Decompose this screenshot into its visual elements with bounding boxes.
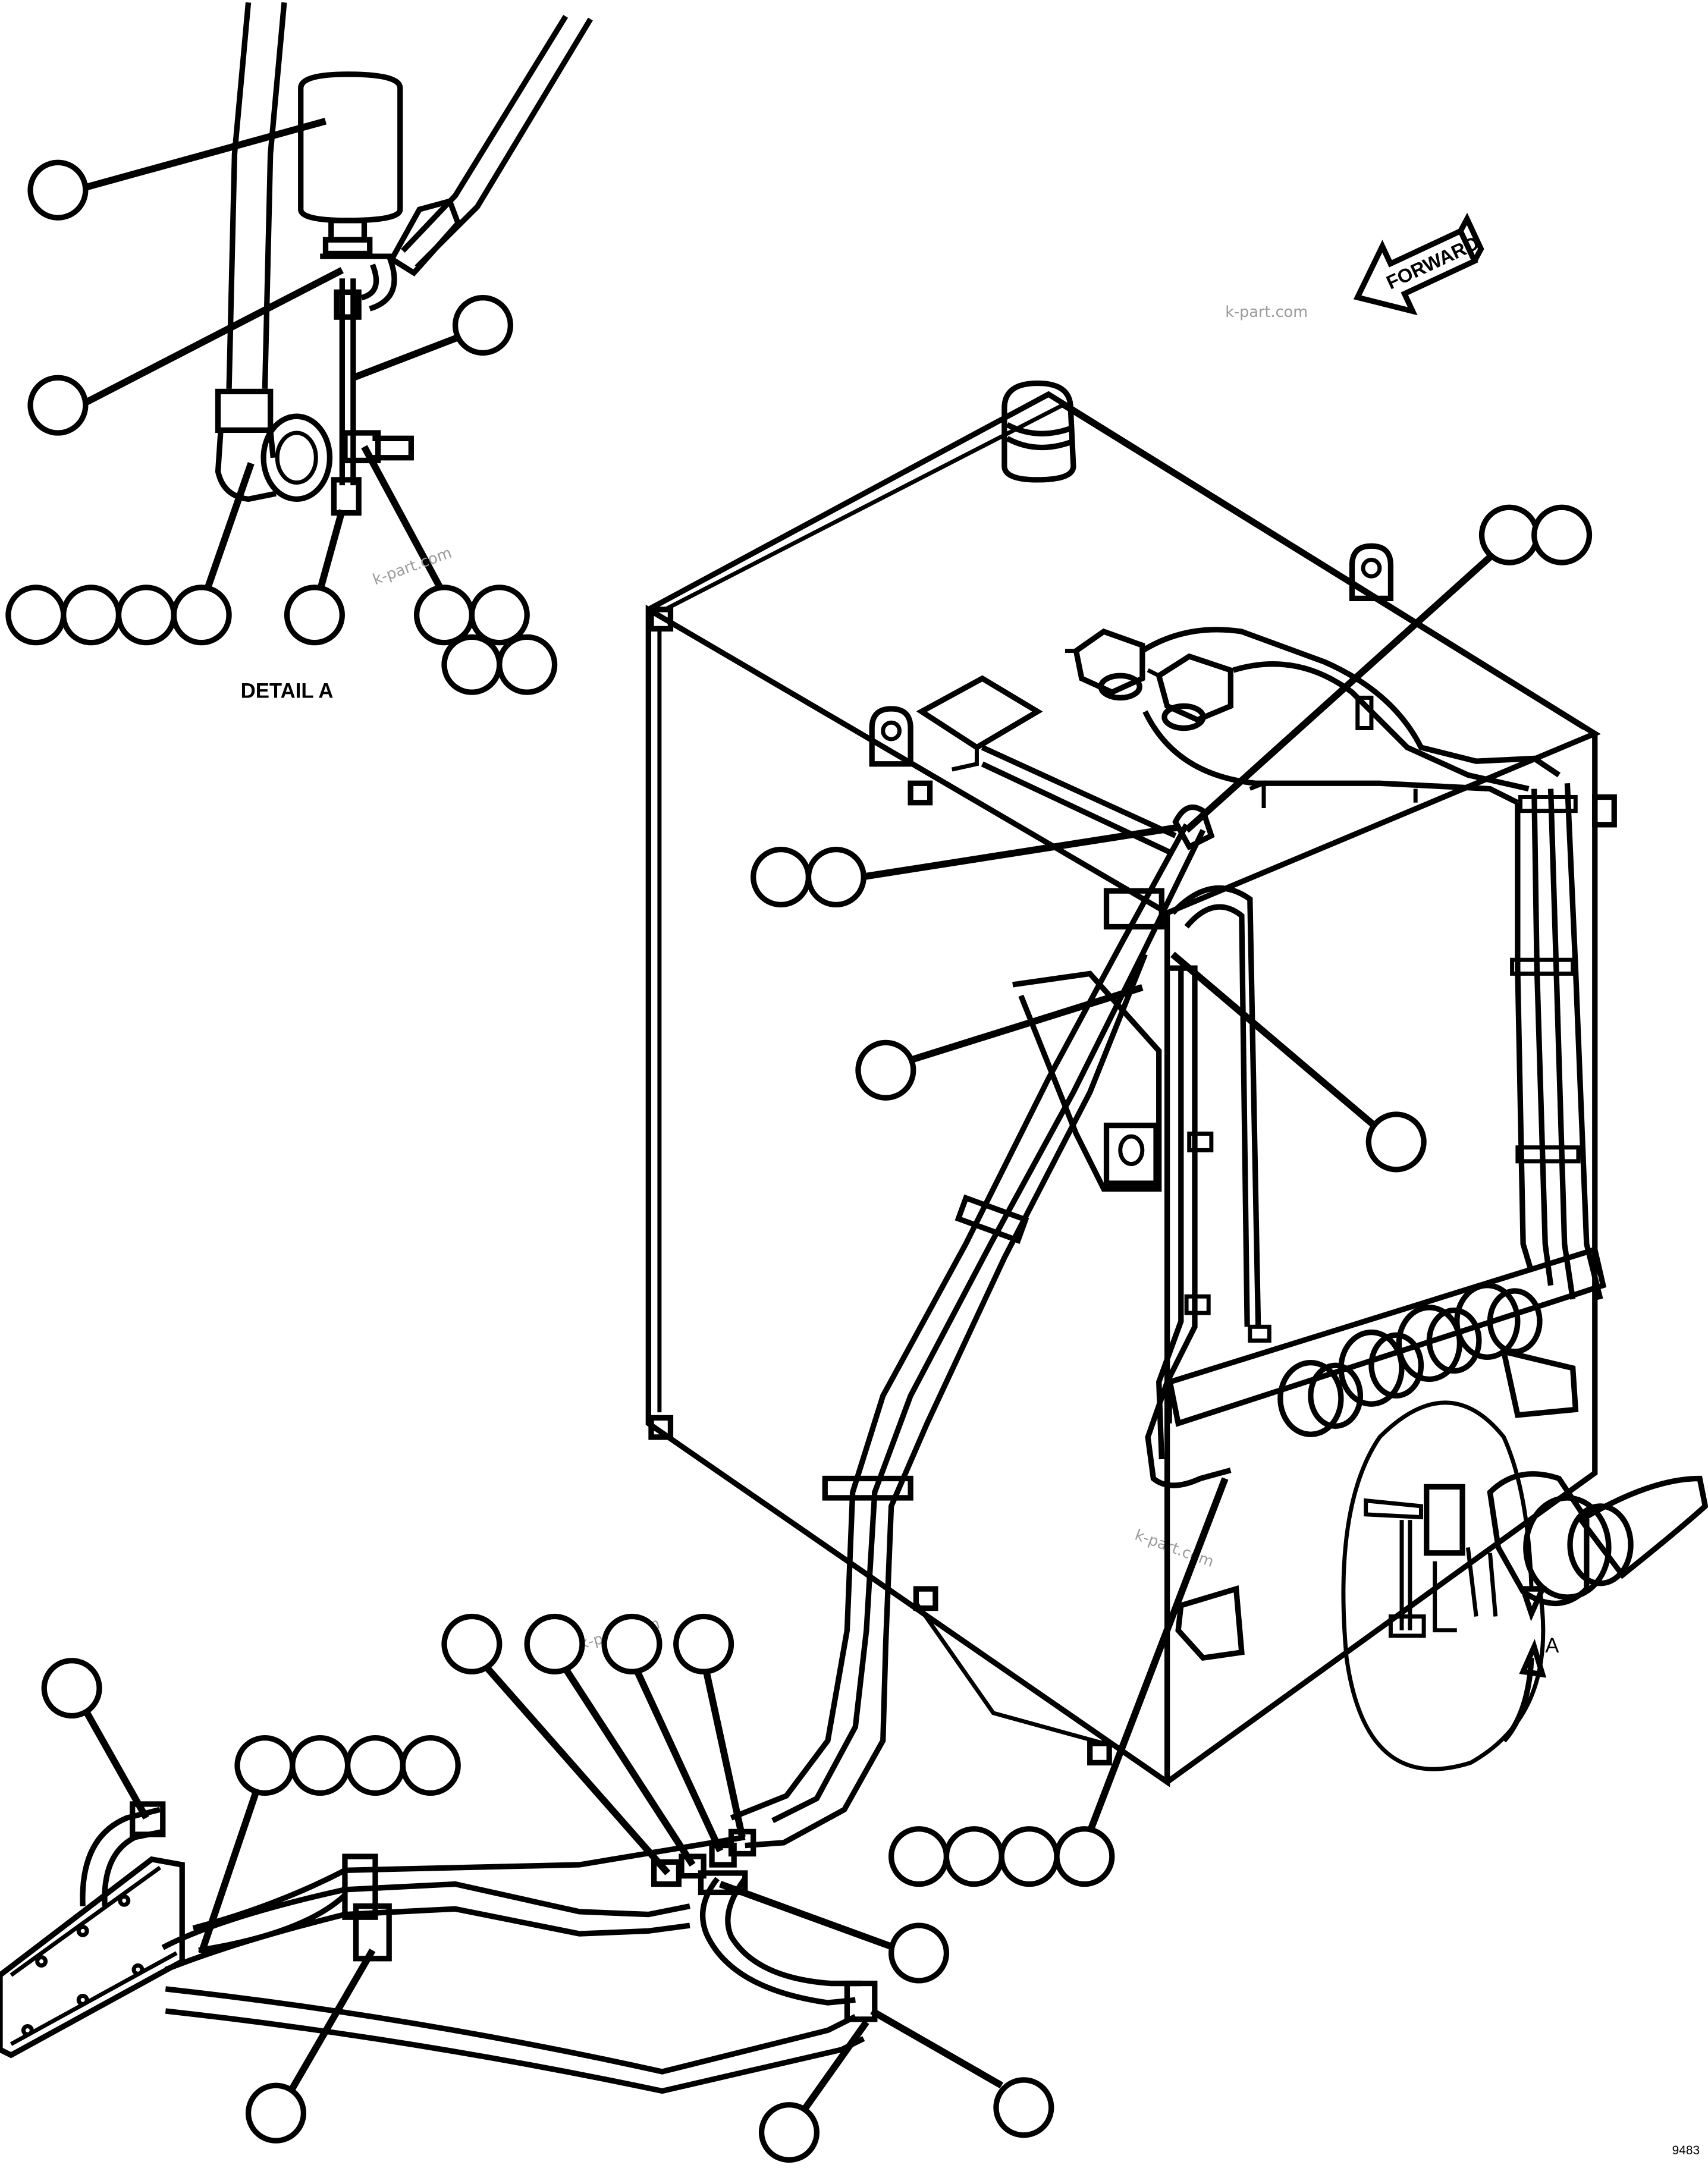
hose-clamp xyxy=(353,1903,392,1962)
callout-circle xyxy=(805,846,866,908)
callout-circle xyxy=(1531,504,1593,565)
callout-circle xyxy=(601,1613,663,1674)
callout-circle xyxy=(1054,1826,1115,1887)
hydraulic-tank xyxy=(645,380,1617,1787)
callout-circle xyxy=(1478,504,1540,565)
callout-circle xyxy=(344,1735,406,1796)
callout-circle xyxy=(290,1735,351,1796)
filter-canister xyxy=(298,71,403,224)
inspection-cover xyxy=(916,675,1043,751)
detail-a-view xyxy=(215,2,593,516)
callout-circle xyxy=(171,585,232,646)
callout-circle xyxy=(888,1922,950,1984)
callout-circle xyxy=(758,2102,820,2163)
callout-circle xyxy=(234,1735,296,1796)
filler-cap xyxy=(1001,380,1076,483)
callout-circle xyxy=(27,375,89,436)
mounting-bracket xyxy=(1012,970,1162,1192)
drawing-code: 9483 xyxy=(1672,2144,1700,2157)
callout-circle xyxy=(61,585,122,646)
hose-fitting xyxy=(679,1853,707,1879)
hose-bundle-front xyxy=(730,804,1215,1849)
callout-circle xyxy=(673,1613,734,1674)
breather-valve xyxy=(1073,628,1145,696)
callout-circle xyxy=(888,1826,950,1887)
callout-circle xyxy=(524,1613,585,1674)
section-marker: A xyxy=(1545,1635,1559,1657)
callout-circle xyxy=(441,634,503,695)
callout-circle xyxy=(1365,1111,1427,1173)
callout-circle xyxy=(943,1826,1004,1887)
callout-circle xyxy=(993,2077,1054,2138)
valve-manifold-rail xyxy=(1166,1246,1607,1427)
callout-circle xyxy=(441,1613,503,1674)
pipe-fitting-nut xyxy=(215,388,274,433)
callout-circle xyxy=(413,585,475,646)
callout-circle xyxy=(115,585,177,646)
detail-a-callouts: DETAIL A xyxy=(5,118,558,702)
suction-pipe xyxy=(1577,1475,1708,1579)
breather-valve xyxy=(1156,653,1233,723)
callout-circle xyxy=(452,295,513,356)
hose-clamp xyxy=(1103,888,1164,930)
port-flange xyxy=(260,413,333,502)
callout-circle xyxy=(855,1039,916,1101)
lifting-eye xyxy=(869,706,913,767)
detail-a-reference: A xyxy=(1341,1400,1559,1771)
main-callouts xyxy=(41,504,1593,2163)
callout-circle xyxy=(469,585,530,646)
hose-end-fitting xyxy=(388,197,461,277)
hose-fitting xyxy=(844,1980,878,2022)
hose-clamp xyxy=(342,1853,378,1920)
callout-circle xyxy=(999,1826,1060,1887)
watermark: k-part.com xyxy=(1225,303,1308,321)
oil-cooler-assembly xyxy=(0,1801,878,2094)
callout-circle xyxy=(245,2082,307,2144)
callout-circle xyxy=(284,585,345,646)
hose-clamp xyxy=(822,1475,913,1501)
watermark: k-part.com xyxy=(371,544,454,589)
callout-circle xyxy=(400,1735,461,1796)
callout-circle xyxy=(41,1658,102,1719)
callout-circle xyxy=(751,846,812,908)
callout-circle xyxy=(497,634,558,695)
forward-arrow: FORWARD xyxy=(1353,212,1484,316)
callout-circle xyxy=(27,159,89,221)
check-valve-group xyxy=(1277,1283,1579,1437)
lifting-eye xyxy=(1349,543,1394,602)
hose-clamp xyxy=(955,1194,1029,1244)
callout-circle xyxy=(5,585,67,646)
detail-a-label: DETAIL A xyxy=(241,680,334,702)
